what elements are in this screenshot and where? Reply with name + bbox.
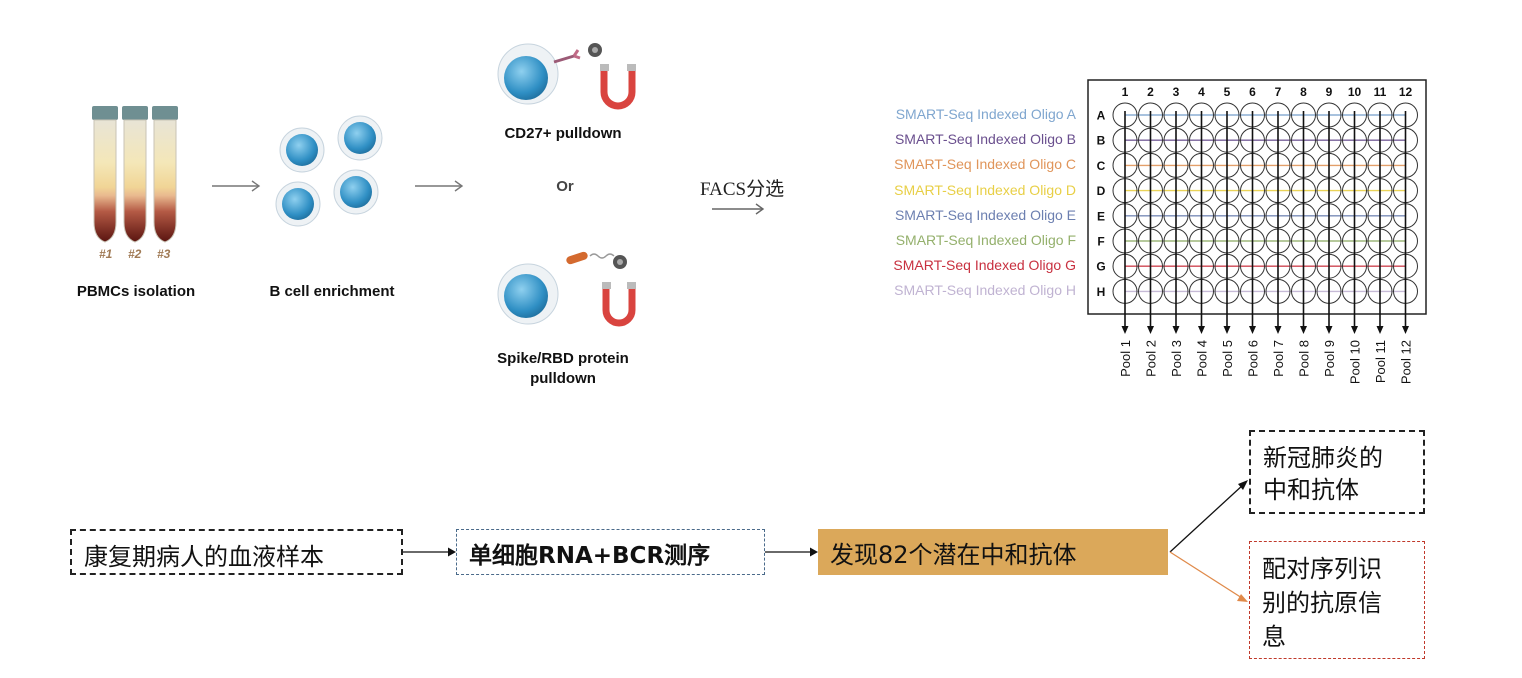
b-cell	[279, 127, 325, 173]
result1-line2: 中和抗体	[1263, 476, 1359, 504]
pool-label: Pool 12	[1399, 340, 1414, 384]
pool-label: Pool 7	[1271, 340, 1286, 377]
blood-tubes-illustration	[92, 106, 178, 243]
pool-label: Pool 6	[1246, 340, 1261, 377]
discovery-box: 发现82个潜在中和抗体	[818, 529, 1168, 575]
arrow-right-icon	[403, 547, 456, 557]
oligo-legend: SMART-Seq Indexed Oligo A SMART-Seq Inde…	[866, 106, 1076, 308]
column-header: 9	[1326, 85, 1333, 99]
pool-arrow-head	[1274, 326, 1282, 334]
pool-arrow-head	[1325, 326, 1333, 334]
magnet-icon	[600, 64, 636, 110]
column-header: 11	[1374, 85, 1387, 99]
result2-line2: 别的抗原信	[1262, 589, 1382, 617]
result2-line3: 息	[1262, 623, 1286, 651]
pool-arrow-head	[1402, 326, 1409, 334]
pool-arrow-head	[1249, 326, 1256, 334]
row-header: F	[1097, 235, 1104, 249]
magnet-icon	[602, 282, 636, 327]
result1-line1: 新冠肺炎的	[1263, 444, 1383, 472]
column-header: 5	[1224, 85, 1231, 99]
arrow-right-icon	[765, 547, 818, 557]
pool-arrow-head	[1121, 326, 1129, 334]
pool-arrow-head	[1351, 326, 1358, 334]
tube-tag-1: #1	[99, 247, 113, 261]
column-header: 4	[1198, 85, 1205, 99]
tube-tag-2: #2	[128, 247, 142, 261]
b-cell	[275, 181, 321, 227]
cd27-pulldown-label: CD27+ pulldown	[504, 125, 622, 142]
row-header: D	[1097, 184, 1106, 198]
bcell-enrichment-label: B cell enrichment	[269, 283, 395, 300]
oligo-label: SMART-Seq Indexed Oligo F	[895, 231, 1076, 248]
discovery-text: 发现82个潜在中和抗体	[830, 541, 1077, 569]
tube-1	[92, 106, 118, 243]
pool-arrow-head	[1376, 326, 1384, 334]
oligo-label: SMART-Seq Indexed Oligo C	[894, 156, 1076, 173]
row-header: A	[1097, 109, 1106, 123]
b-cell	[333, 169, 379, 215]
pool-label: Pool 9	[1322, 340, 1337, 377]
pool-label: Pool 5	[1220, 340, 1235, 377]
arrow-right-icon	[712, 203, 765, 215]
column-header: 6	[1249, 85, 1256, 99]
sample-box: 康复期病人的血液样本	[70, 529, 403, 575]
sequencing-box: 单细胞RNA+BCR测序	[456, 529, 765, 575]
cd27-pulldown-illustration	[497, 43, 636, 110]
sequencing-text: 单细胞RNA+BCR测序	[469, 543, 711, 569]
branch-arrows	[1169, 480, 1248, 602]
row-header: B	[1097, 134, 1106, 148]
oligo-label: SMART-Seq Indexed Oligo H	[894, 282, 1076, 299]
tube-tag-3: #3	[157, 247, 171, 261]
column-header: 8	[1300, 85, 1307, 99]
row-header: G	[1096, 260, 1105, 274]
b-cell	[337, 115, 383, 161]
column-header: 10	[1348, 85, 1362, 99]
result-neutralizing-box: 新冠肺炎的 中和抗体	[1249, 430, 1425, 514]
pool-label: Pool 4	[1195, 340, 1210, 377]
column-header: 1	[1122, 85, 1129, 99]
pool-label: Pool 3	[1169, 340, 1184, 377]
column-header: 12	[1399, 85, 1413, 99]
row-header: H	[1097, 285, 1106, 299]
row-header: E	[1097, 209, 1105, 223]
oligo-label: SMART-Seq Indexed Oligo A	[895, 106, 1076, 122]
sample-text: 康复期病人的血液样本	[84, 543, 324, 571]
pool-label: Pool 2	[1144, 340, 1159, 377]
facs-label: FACS分选	[700, 179, 785, 200]
result-antigen-box: 配对序列识 别的抗原信 息	[1249, 541, 1425, 659]
arrow-right-icon	[212, 180, 261, 192]
oligo-label: SMART-Seq Indexed Oligo B	[894, 131, 1076, 148]
pbmc-label: PBMCs isolation	[76, 283, 196, 300]
oligo-label: SMART-Seq Indexed Oligo G	[893, 257, 1076, 274]
spike-pulldown-illustration	[497, 251, 636, 327]
or-label: Or	[556, 178, 574, 195]
result2-line1: 配对序列识	[1262, 555, 1382, 583]
tube-3	[152, 106, 178, 243]
pool-arrow-head	[1147, 326, 1154, 334]
column-header: 3	[1173, 85, 1180, 99]
oligo-label: SMART-Seq Indexed Oligo D	[894, 181, 1076, 198]
spike-pulldown-label-line1: Spike/RBD protein	[497, 350, 629, 367]
row-header: C	[1097, 159, 1106, 173]
pool-label: Pool 8	[1297, 340, 1312, 377]
b-cells-illustration	[275, 115, 383, 227]
pool-label: Pool 10	[1348, 340, 1363, 384]
oligo-label: SMART-Seq Indexed Oligo E	[894, 206, 1076, 223]
pool-arrow-head	[1223, 326, 1231, 334]
pool-label: Pool 1	[1118, 340, 1133, 377]
column-header: 2	[1147, 85, 1154, 99]
pool-label: Pool 11	[1373, 340, 1388, 383]
pool-arrow-head	[1300, 326, 1307, 334]
pool-arrow-head	[1172, 326, 1180, 334]
spike-pulldown-label-line2: pulldown	[530, 370, 596, 387]
arrow-right-icon	[415, 180, 464, 192]
tube-2	[122, 106, 148, 243]
pool-arrow-head	[1198, 326, 1205, 334]
column-header: 7	[1275, 85, 1282, 99]
